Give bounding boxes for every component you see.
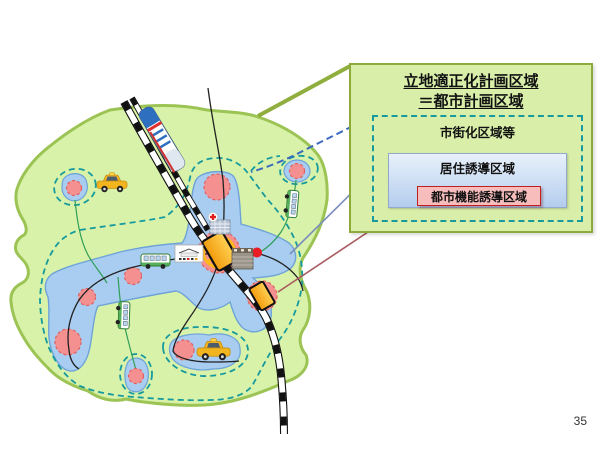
railway-line xyxy=(120,96,288,435)
bus-icon-east xyxy=(283,189,300,219)
poi-red-dot xyxy=(252,247,262,258)
urban-function-label: 都市機能誘導区域 xyxy=(430,189,527,204)
residential-guidance-label: 居住誘導区域 xyxy=(439,162,515,176)
residential-area-central xyxy=(44,170,297,372)
taxi-icon-south xyxy=(196,338,231,361)
residential-guidance-box: 居住誘導区域 都市機能誘導区域 xyxy=(388,153,567,208)
commercial-building-icon xyxy=(231,248,254,270)
legend-title: 立地適正化計画区域 ＝都市計画区域 xyxy=(351,72,591,113)
page-number: 35 xyxy=(573,414,587,428)
urban-function-box: 都市機能誘導区域 xyxy=(417,186,541,206)
legend-box: 立地適正化計画区域 ＝都市計画区域 市街化区域等 居住誘導区域 都市機能誘導区域 xyxy=(349,63,593,233)
hospital-icon xyxy=(208,212,231,235)
bus-icon-west xyxy=(140,253,171,269)
legend-title-line2: ＝都市計画区域 xyxy=(418,93,524,111)
station-front-sign-icon xyxy=(174,244,204,263)
connector-plan-area xyxy=(257,63,353,118)
urbanization-area-label: 市街化区域等 xyxy=(439,126,515,140)
station-area-south xyxy=(248,280,276,312)
urbanization-area-boundaries xyxy=(39,154,319,402)
urbanization-area-box: 市街化区域等 居住誘導区域 都市機能誘導区域 xyxy=(372,115,583,222)
taxi-icon-northwest xyxy=(96,172,128,193)
legend-title-line1: 立地適正化計画区域 xyxy=(403,73,539,90)
train-icon xyxy=(138,106,186,173)
bus-icon-south xyxy=(115,301,131,330)
